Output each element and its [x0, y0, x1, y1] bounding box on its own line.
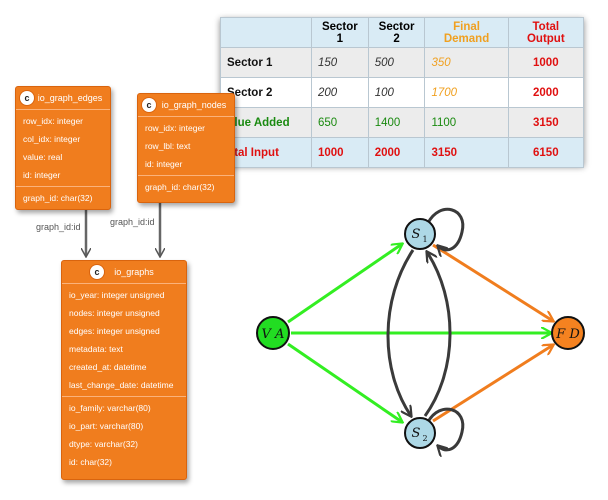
edge-s2-self-loop	[426, 407, 465, 450]
node-s1: S 1	[404, 218, 436, 250]
io-cell: 1700	[424, 77, 509, 108]
er-field: value: real	[23, 152, 63, 162]
er-table-title: io_graph_nodes	[161, 100, 227, 110]
er-field: id: integer	[145, 159, 183, 169]
er-field: row_idx: integer	[23, 116, 84, 126]
class-badge-icon: c	[142, 98, 156, 112]
io-header-sector-2: Sector 2	[367, 17, 426, 48]
io-row-label: Sector 1	[220, 47, 312, 78]
io-cell: 1400	[367, 107, 426, 138]
io-row-label: Value Added	[220, 107, 312, 138]
edge-va-s1	[287, 244, 402, 324]
io-row-sector-2: Sector 2 200 100 1700 2000	[220, 77, 585, 108]
io-cell: 1000	[311, 137, 369, 168]
io-cell: 150	[311, 47, 369, 78]
io-cell: 3150	[424, 137, 509, 168]
er-field: nodes: integer unsigned	[69, 308, 160, 318]
er-table-title: io_graph_edges	[37, 93, 103, 103]
io-table: Sector 1 Sector 2 Final Demand Total Out…	[220, 17, 585, 168]
edge-s1-fd	[432, 243, 553, 321]
edge-s2-s1	[423, 252, 452, 417]
er-table-header: c io_graph_nodes	[138, 94, 234, 117]
io-header-final-demand: Final Demand	[424, 17, 509, 48]
node-s2-label: S	[412, 426, 421, 441]
er-table-io-graphs[interactable]: c io_graphs io_year: integer unsigned no…	[61, 260, 187, 480]
io-row-value-added: Value Added 650 1400 1100 3150	[220, 107, 585, 138]
er-table-io-graph-nodes[interactable]: c io_graph_nodes row_idx: integer row_lb…	[137, 93, 235, 203]
io-header-total-output: Total Output	[507, 17, 585, 48]
io-cell: 350	[424, 47, 509, 78]
edge-va-s2	[287, 342, 402, 422]
er-divider	[16, 186, 110, 187]
er-field: io_year: integer unsigned	[69, 290, 165, 300]
er-key-field: io_part: varchar(80)	[69, 421, 144, 431]
er-field: row_lbl: text	[145, 141, 191, 151]
er-link-edges-label: graph_id:id	[36, 222, 81, 232]
node-s1-subscript: 1	[422, 235, 427, 244]
er-divider	[62, 396, 186, 397]
io-cell-total: 1000	[507, 47, 585, 78]
er-key-field: dtype: varchar(32)	[69, 439, 138, 449]
class-badge-icon: c	[20, 91, 34, 105]
node-va-label: V A	[262, 327, 285, 342]
er-field: metadata: text	[69, 344, 123, 354]
io-row-total-input: Total Input 1000 2000 3150 6150	[220, 137, 585, 168]
io-cell: 2000	[367, 137, 426, 168]
edge-s1-self-loop	[426, 207, 465, 250]
er-field: created_at: datetime	[69, 362, 147, 372]
er-key-field: id: char(32)	[69, 457, 112, 467]
edge-s2-fd	[432, 345, 553, 423]
er-field: last_change_date: datetime	[69, 380, 174, 390]
er-field: row_idx: integer	[145, 123, 206, 133]
io-row-sector-1: Sector 1 150 500 350 1000	[220, 47, 585, 78]
io-cell-total: 6150	[507, 137, 585, 168]
node-fd: F D	[551, 316, 585, 350]
node-s2: S 2	[404, 417, 436, 449]
io-header-sector-1: Sector 1	[311, 17, 369, 48]
er-field: edges: integer unsigned	[69, 326, 160, 336]
er-table-header: c io_graphs	[62, 261, 186, 284]
er-key-field: graph_id: char(32)	[23, 193, 93, 203]
io-cell: 500	[367, 47, 426, 78]
io-cell: 100	[367, 77, 426, 108]
er-divider	[138, 175, 234, 176]
io-cell-total: 2000	[507, 77, 585, 108]
io-row-label: Sector 2	[220, 77, 312, 108]
er-table-io-graph-edges[interactable]: c io_graph_edges row_idx: integer col_id…	[15, 86, 111, 210]
er-table-header: c io_graph_edges	[16, 87, 110, 110]
io-cell: 650	[311, 107, 369, 138]
io-table-corner	[220, 17, 312, 48]
node-s2-subscript: 2	[422, 434, 427, 443]
er-key-field: graph_id: char(32)	[145, 182, 215, 192]
node-fd-label: F D	[555, 327, 580, 342]
er-table-title: io_graphs	[114, 267, 154, 277]
io-table-header-row: Sector 1 Sector 2 Final Demand Total Out…	[220, 17, 585, 48]
er-link-nodes-label: graph_id:id	[110, 217, 155, 227]
edge-s1-s2	[386, 249, 415, 416]
node-va: V A	[256, 316, 290, 350]
er-key-field: io_family: varchar(80)	[69, 403, 151, 413]
class-badge-icon: c	[90, 265, 104, 279]
io-row-label: Total Input	[220, 137, 312, 168]
node-s1-label: S	[412, 227, 421, 242]
er-field: id: integer	[23, 170, 61, 180]
er-field: col_idx: integer	[23, 134, 81, 144]
